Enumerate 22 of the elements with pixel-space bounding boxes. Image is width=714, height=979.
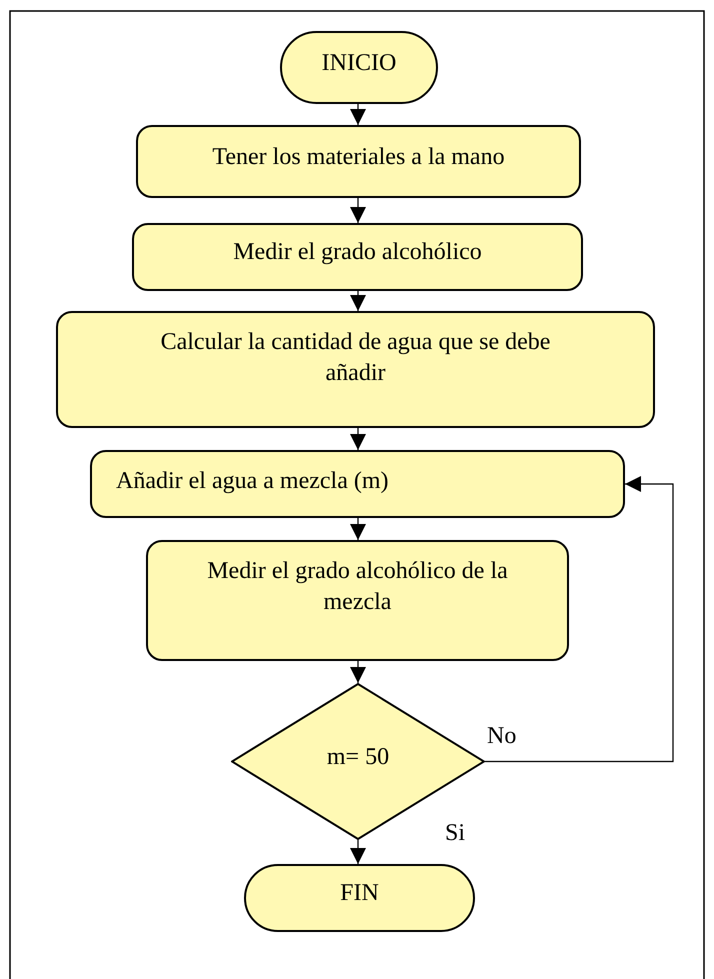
node-text: INICIO <box>322 48 396 78</box>
decision-diamond <box>231 683 485 840</box>
node-text: Calcular la cantidad de agua que se debe añadir <box>160 328 552 388</box>
process-box <box>136 125 581 198</box>
arrow <box>350 198 366 223</box>
arrow <box>350 291 366 311</box>
node-text: Tener los materiales a la mano <box>212 142 505 172</box>
node-text: Medir el grado alcohólico de la mezcla <box>206 557 509 618</box>
arrow <box>350 661 366 683</box>
node-text: Medir el grado alcohólico <box>233 238 482 268</box>
node-text: Añadir el agua a mezcla (m) <box>116 467 389 496</box>
process-box <box>90 450 625 518</box>
process-box <box>132 223 583 291</box>
arrow <box>350 840 366 864</box>
arrow <box>350 104 366 125</box>
node-text: FIN <box>340 879 379 908</box>
process-box <box>146 540 569 661</box>
arrow <box>350 518 366 540</box>
arrow <box>485 476 674 762</box>
arrow <box>350 428 366 450</box>
process-box <box>56 311 655 428</box>
node-text: m= 50 <box>326 742 390 772</box>
